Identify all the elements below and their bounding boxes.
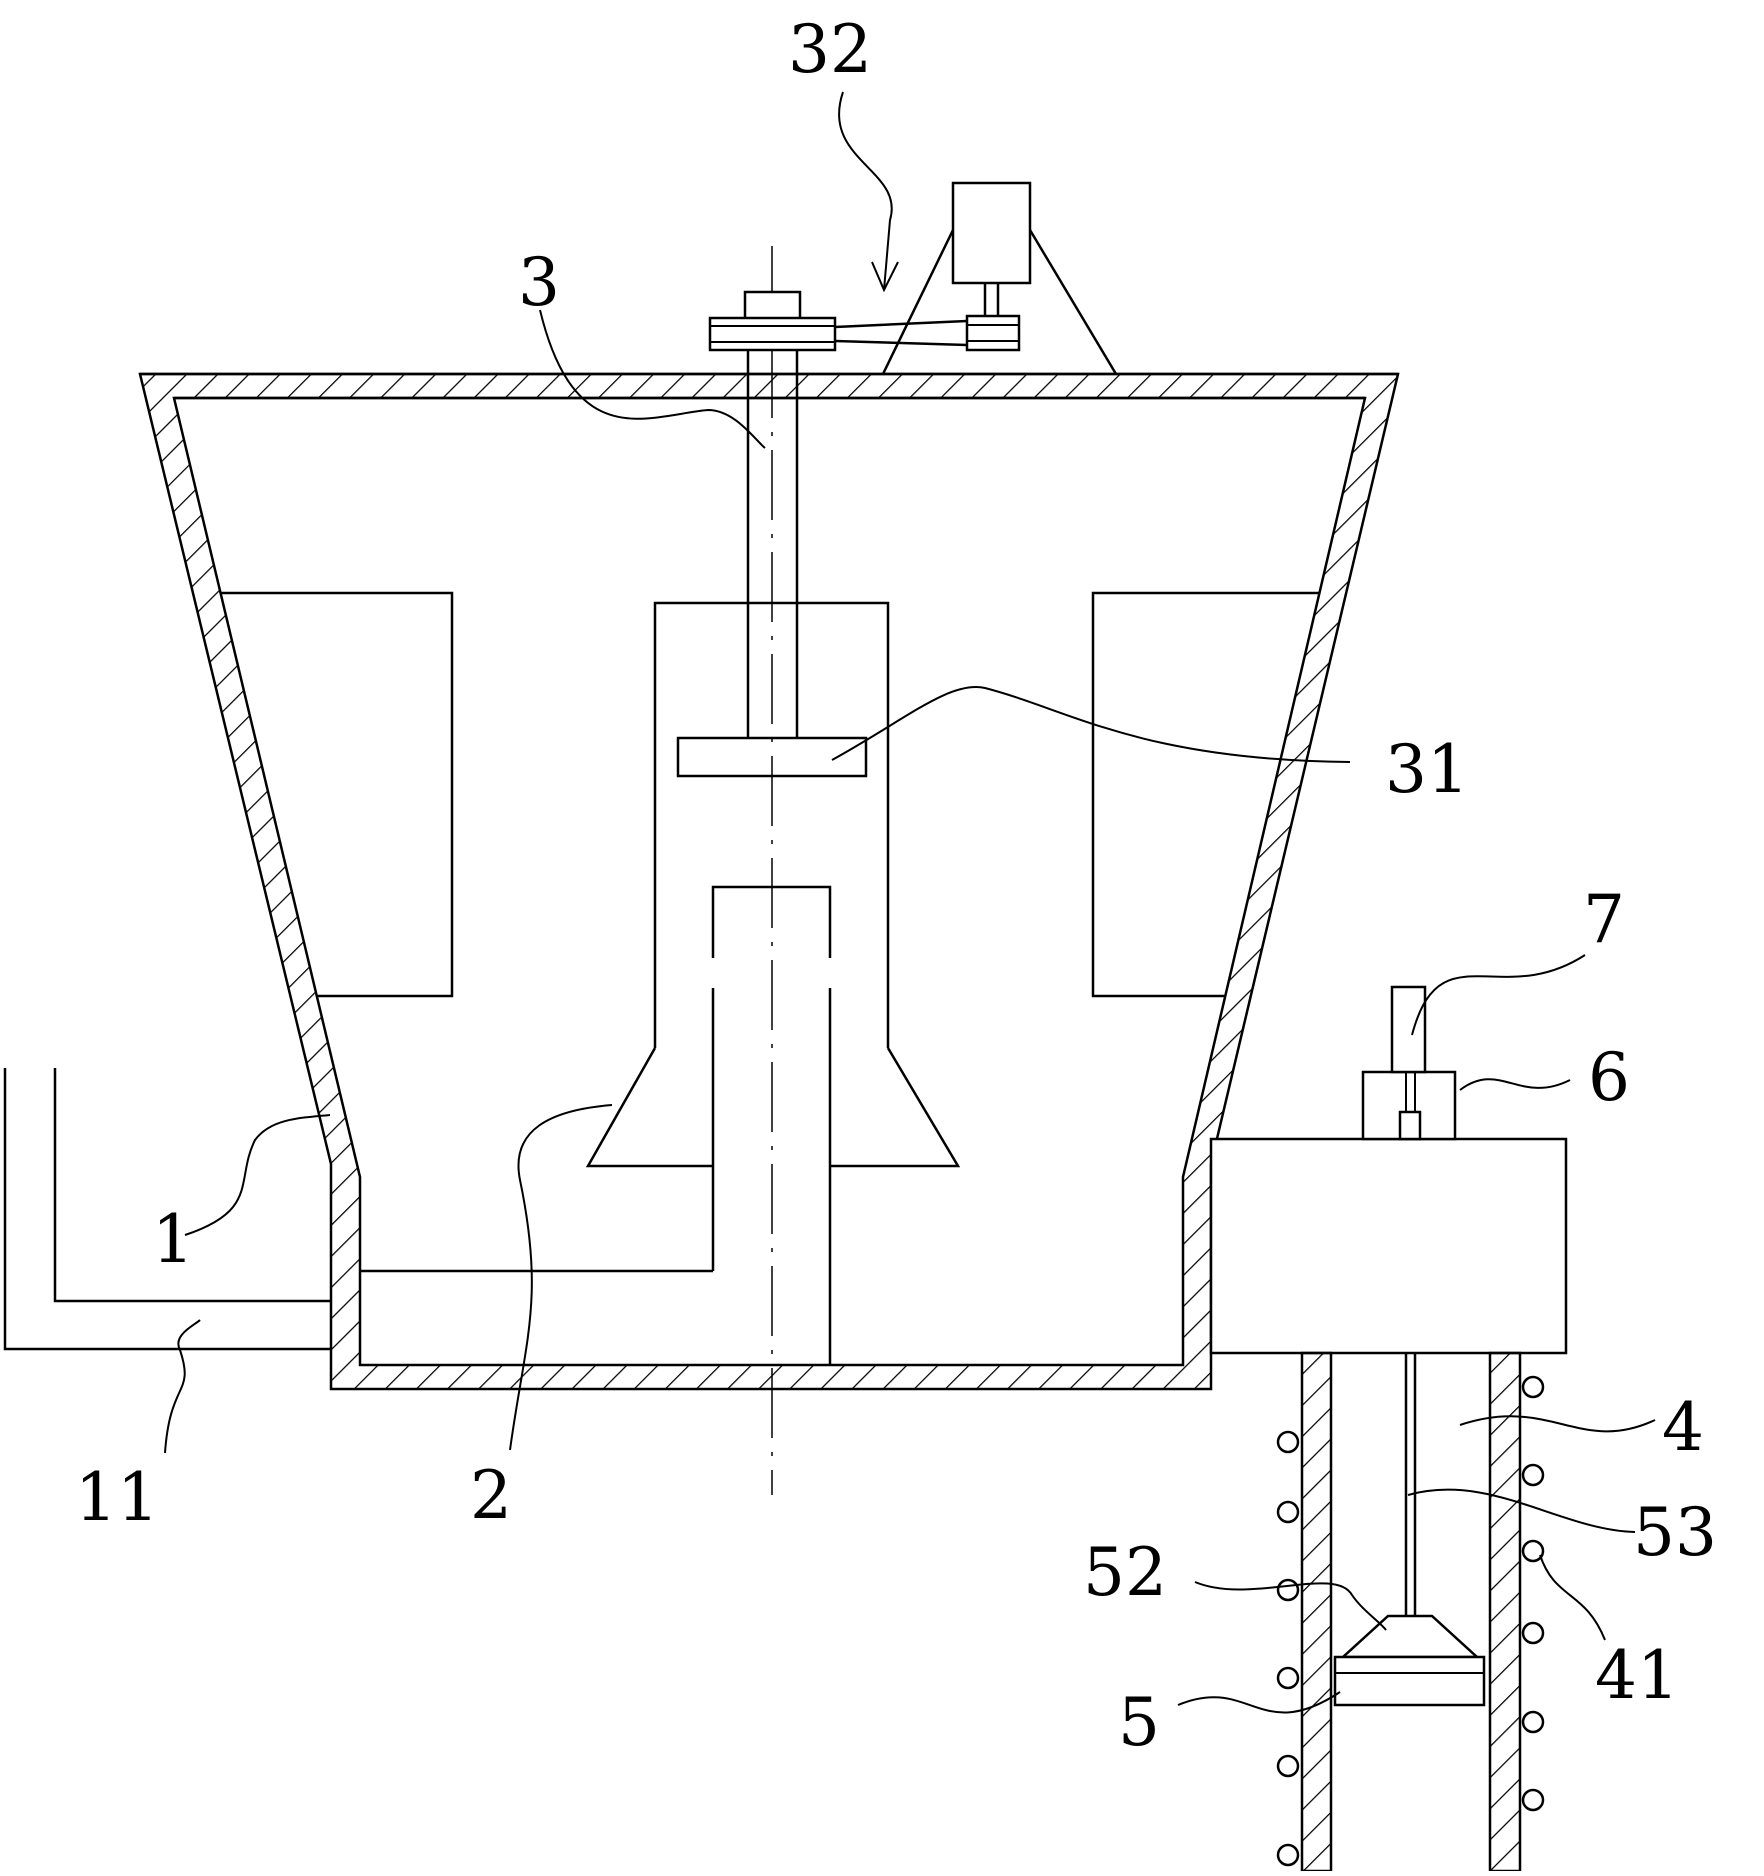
motor-support-right — [1028, 229, 1118, 375]
vessel-wall-hatched — [138, 372, 1400, 1391]
leader-7 — [1411, 954, 1586, 1036]
side-tube-assembly — [1209, 1137, 1568, 1873]
leader-11 — [164, 1319, 201, 1454]
actuator-body — [1390, 985, 1427, 1074]
inlet-pipe-inner — [53, 1068, 331, 1303]
leader-53 — [1407, 1488, 1636, 1533]
leader-41 — [1539, 1554, 1606, 1641]
label-53: 53 — [1633, 1494, 1717, 1571]
coil-turn — [1521, 1375, 1545, 1399]
leader-4 — [1459, 1415, 1656, 1433]
leader-52 — [1194, 1581, 1387, 1631]
side-tube-wall-hatched — [1300, 1351, 1522, 1873]
coil-turn — [1276, 1754, 1300, 1778]
coil-turn — [1276, 1666, 1300, 1690]
coil-turn — [1521, 1788, 1545, 1812]
motor-pulley — [965, 314, 1021, 352]
label-52: 52 — [1083, 1534, 1167, 1611]
label-2: 2 — [470, 1457, 512, 1534]
reference-labels: 32 3 31 7 6 1 11 2 4 53 52 41 5 — [75, 11, 1717, 1761]
inner-cylinder — [585, 601, 961, 1365]
heating-coil — [1276, 1375, 1545, 1867]
leader-32 — [838, 91, 893, 291]
label-7: 7 — [1583, 881, 1625, 958]
coil-turn — [1521, 1463, 1545, 1487]
drive-belt-bottom — [834, 339, 968, 347]
label-6: 6 — [1588, 1039, 1630, 1116]
label-11: 11 — [75, 1459, 159, 1536]
label-4: 4 — [1662, 1389, 1704, 1466]
inner-flare-right — [830, 1047, 961, 1168]
coil-turn — [1276, 1500, 1300, 1524]
label-31: 31 — [1385, 731, 1469, 808]
right-panel — [1091, 591, 1320, 998]
leader-5 — [1177, 1691, 1341, 1714]
shaft-assembly — [676, 246, 868, 1495]
inner-flare-left — [585, 1047, 713, 1168]
label-5: 5 — [1118, 1684, 1160, 1761]
actuator-tip — [1398, 1110, 1422, 1141]
coil-turn — [1521, 1621, 1545, 1645]
coil-turn — [1276, 1578, 1300, 1602]
leader-6 — [1459, 1078, 1571, 1091]
inlet-pipe-outer — [3, 1068, 331, 1351]
plunger-head — [1333, 1655, 1486, 1707]
drive-pulley — [708, 316, 837, 352]
label-3: 3 — [518, 244, 560, 321]
drive-belt-top — [834, 319, 968, 329]
leader-2 — [509, 1104, 613, 1451]
side-housing — [1209, 1137, 1568, 1355]
label-41: 41 — [1595, 1637, 1679, 1714]
leader-lines — [164, 91, 1656, 1714]
left-panel — [220, 591, 454, 998]
motor — [951, 181, 1032, 285]
motor-support-left — [881, 229, 955, 375]
coil-turn — [1276, 1843, 1300, 1867]
seal-actuator — [1361, 985, 1457, 1141]
label-1: 1 — [152, 1201, 194, 1278]
plunger-assembly — [1333, 1353, 1486, 1707]
drive-assembly — [708, 181, 1118, 375]
leader-1 — [184, 1114, 331, 1236]
inlet-pipe — [3, 1068, 331, 1351]
coil-turn — [1521, 1539, 1545, 1563]
label-32: 32 — [788, 11, 872, 88]
plunger-cone — [1339, 1614, 1481, 1659]
leader-32-arrow — [871, 261, 899, 293]
coil-turn — [1276, 1430, 1300, 1454]
leader-31 — [831, 686, 1351, 763]
vessel-body — [138, 372, 1400, 1391]
leader-3 — [539, 309, 766, 449]
coil-turn — [1521, 1710, 1545, 1734]
